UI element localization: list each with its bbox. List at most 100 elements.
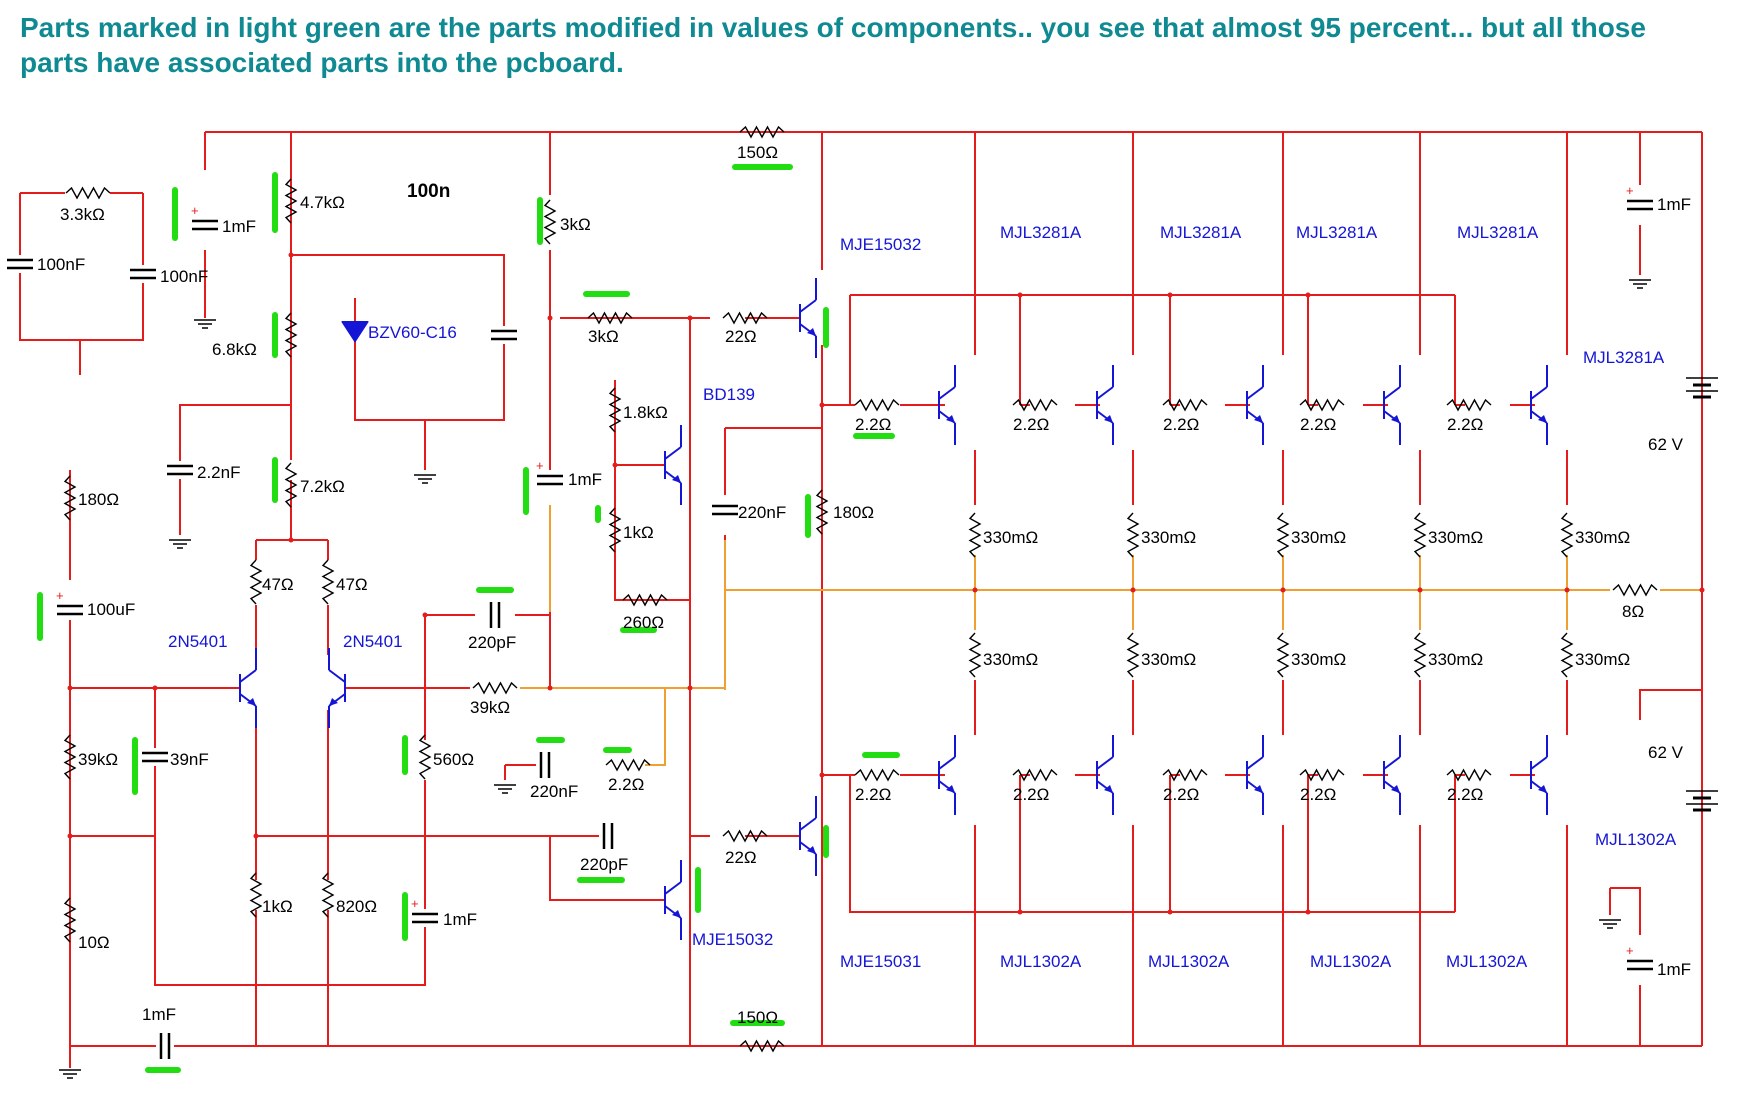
junction	[152, 685, 158, 691]
label-r-39k-in: 39kΩ	[78, 750, 118, 769]
label-r-47-a: 47Ω	[262, 575, 294, 594]
transistor	[1530, 735, 1548, 815]
junction	[1564, 587, 1570, 593]
label-c-1mF-psu-bot: 1mF	[1657, 960, 1691, 979]
resistor	[722, 829, 768, 843]
label-r-2r2: 2.2Ω	[1013, 785, 1049, 804]
polarity-mark: +	[191, 203, 199, 218]
junction	[288, 537, 294, 543]
label-r-2r2-fb: 2.2Ω	[608, 775, 644, 794]
resistor	[854, 768, 900, 782]
junction	[612, 462, 618, 468]
polarity-mark: +	[1626, 183, 1634, 198]
label-r-47-b: 47Ω	[336, 575, 368, 594]
label-r-330m: 330mΩ	[1428, 528, 1483, 547]
resistor	[1612, 583, 1658, 597]
label-r-2r2: 2.2Ω	[1163, 785, 1199, 804]
label-q-mjl1302a: MJL1302A	[1446, 952, 1528, 971]
junction	[1017, 292, 1023, 298]
junction	[1699, 587, 1705, 593]
resistor	[321, 872, 335, 918]
label-r-330m: 330mΩ	[1141, 650, 1196, 669]
resistor	[1560, 512, 1574, 558]
resistor	[63, 734, 77, 780]
caption: Parts marked in light green are the part…	[20, 12, 1646, 78]
junction	[422, 612, 428, 618]
resistor	[65, 186, 111, 200]
resistor	[543, 199, 557, 245]
resistor	[854, 398, 900, 412]
label-r-2r2: 2.2Ω	[1447, 415, 1483, 434]
resistor	[1560, 632, 1574, 678]
resistor	[739, 125, 785, 139]
label-c-220nF-a: 220nF	[530, 782, 578, 801]
junction	[67, 833, 73, 839]
junction	[819, 772, 825, 778]
resistor	[63, 475, 77, 521]
label-q-bd139: BD139	[703, 385, 755, 404]
resistor	[605, 758, 651, 772]
resistor	[722, 311, 768, 325]
polarity-mark: +	[1626, 943, 1634, 958]
label-r-2r2: 2.2Ω	[855, 785, 891, 804]
label-r-330m: 330mΩ	[1141, 528, 1196, 547]
wire	[645, 688, 666, 766]
resistor	[622, 593, 668, 607]
label-r-2r2: 2.2Ω	[855, 415, 891, 434]
resistor	[608, 507, 622, 553]
junction	[1017, 909, 1023, 915]
label-q-2n5401-a: 2N5401	[168, 632, 228, 651]
label-q-mjl1302a: MJL1302A	[1310, 952, 1392, 971]
modified-part-markers	[37, 164, 900, 1073]
label-v-62-b: 62 V	[1648, 743, 1684, 762]
resistor	[472, 681, 518, 695]
resistor	[815, 489, 829, 535]
label-q-mjl1302a: MJL1302A	[1595, 830, 1677, 849]
polarity-mark: +	[411, 896, 419, 911]
zener-diode	[341, 321, 369, 343]
resistor	[1413, 632, 1427, 678]
label-r-330m: 330mΩ	[1575, 650, 1630, 669]
resistor	[1012, 768, 1058, 782]
resistor	[1012, 398, 1058, 412]
label-r-10: 10Ω	[78, 933, 110, 952]
wire	[1610, 887, 1641, 935]
junction	[1280, 587, 1286, 593]
component-labels: 3.3kΩ100nF100nF1mF4.7kΩ100n6.8kΩBZV60-C1…	[37, 143, 1691, 1027]
label-v-62-a: 62 V	[1648, 435, 1684, 454]
resistor	[284, 462, 298, 508]
label-c-100n: 100n	[407, 181, 450, 202]
label-r-3k3: 3.3kΩ	[60, 205, 105, 224]
label-r-4k7: 4.7kΩ	[300, 193, 345, 212]
resistor	[249, 559, 263, 605]
label-r-6k8: 6.8kΩ	[212, 340, 257, 359]
junction	[253, 833, 259, 839]
resistor	[1126, 512, 1140, 558]
junction	[1130, 587, 1136, 593]
label-c-39nF: 39nF	[170, 750, 209, 769]
junction	[1305, 292, 1311, 298]
resistor	[1299, 768, 1345, 782]
label-r-3k-b: 3kΩ	[588, 327, 619, 346]
label-q-mjl3281a: MJL3281A	[1583, 348, 1665, 367]
polarity-mark: +	[536, 458, 544, 473]
wire	[179, 404, 291, 535]
transistor	[239, 648, 257, 728]
junction	[1417, 587, 1423, 593]
wire	[614, 380, 690, 601]
label-q-mje15032-b: MJE15032	[692, 930, 773, 949]
label-r-330m: 330mΩ	[1575, 528, 1630, 547]
transistor	[664, 860, 682, 940]
transistor	[938, 365, 956, 445]
label-r-8: 8Ω	[1622, 602, 1644, 621]
label-r-560: 560Ω	[433, 750, 474, 769]
junction	[288, 252, 294, 258]
label-q-2n5401-b: 2N5401	[343, 632, 403, 651]
label-q-mjl1302a: MJL1302A	[1000, 952, 1082, 971]
label-c-1mF-psu-top: 1mF	[1657, 195, 1691, 214]
label-r-180-in: 180Ω	[78, 490, 119, 509]
label-r-1k-vbe: 1kΩ	[623, 523, 654, 542]
resistor	[249, 872, 263, 918]
label-r-2r2: 2.2Ω	[1013, 415, 1049, 434]
